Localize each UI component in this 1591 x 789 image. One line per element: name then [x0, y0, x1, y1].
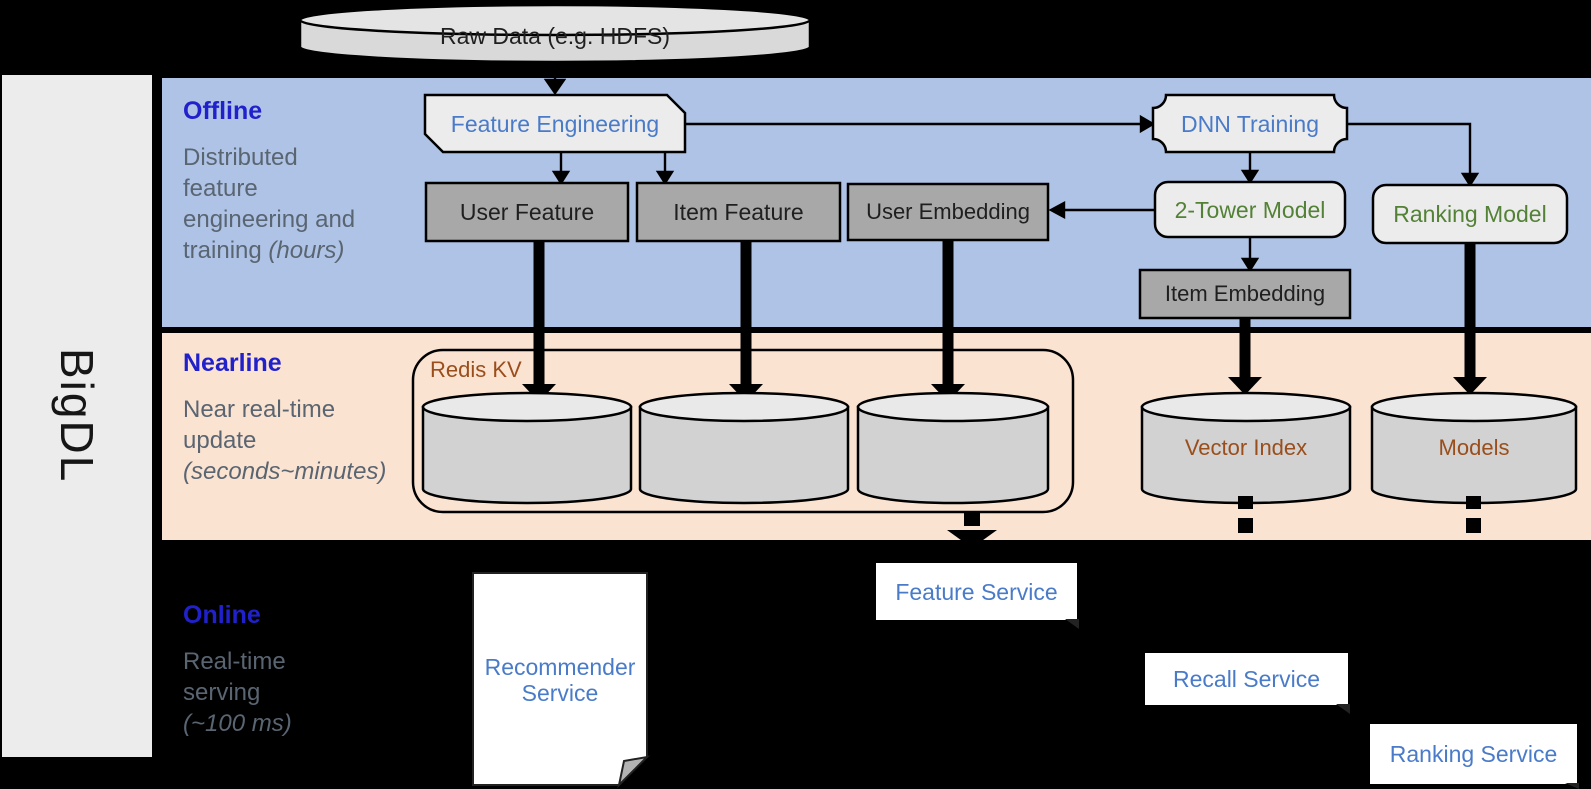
nearline-heading: Nearline: [183, 349, 282, 377]
connector-arrows: [543, 63, 1480, 273]
online-desc-line1: Real-time: [183, 648, 286, 675]
item-embedding-label: Item Embedding: [1164, 281, 1326, 306]
user-embedding-box: [846, 182, 1050, 242]
ranking-service-label: Ranking Service: [1389, 741, 1558, 767]
online-heading: Online: [183, 601, 261, 629]
nearline-desc-line1: Near real-time: [183, 396, 336, 423]
feature-service-card: [876, 563, 1079, 629]
offline-desc-line4: training (hours): [183, 237, 345, 264]
recall-service-label: Recall Service: [1173, 666, 1320, 692]
redis-kv-container: [411, 348, 1075, 514]
raw-data-cylinder: [298, 3, 812, 64]
feature-engineering-shape: [423, 93, 687, 154]
two-tower-model-box: [1153, 180, 1347, 239]
models-cylinder: [1370, 391, 1578, 505]
recommender-service-doc: [472, 572, 650, 789]
ranking-model-label: Ranking Model: [1393, 201, 1547, 227]
online-desc-line3: (~100 ms): [183, 710, 292, 737]
feature-engineering-label: Feature Engineering: [450, 110, 660, 137]
feature-service-label: Feature Service: [895, 578, 1058, 605]
redis-kv-label: Redis KV: [430, 357, 522, 382]
bigdl-label: BigDL: [51, 348, 103, 484]
models-label: Models: [1438, 435, 1510, 460]
pipeline-arrows: [522, 240, 1487, 402]
nearline-description: Near real-time update (seconds~minutes): [183, 394, 386, 487]
item-feature-box: [635, 181, 842, 243]
recommender-service-label: Recommender Service: [484, 654, 636, 706]
item-embedding-box: [1138, 268, 1352, 320]
user-feature-label: User Feature: [459, 199, 595, 225]
redis-cylinder-3: [856, 391, 1050, 505]
dnn-training-label: DNN Training: [1180, 110, 1320, 137]
recall-service-card: [1145, 653, 1350, 714]
item-feature-label: Item Feature: [673, 199, 804, 225]
redis-cylinder-1: [421, 391, 633, 505]
raw-data-label: Raw Data (e.g. HDFS): [439, 23, 671, 49]
dashed-stubs: [947, 496, 1481, 548]
offline-desc-line1: Distributed: [183, 144, 298, 171]
redis-cylinder-2: [638, 391, 850, 505]
user-feature-box: [424, 181, 630, 243]
offline-description: Distributed feature engineering and trai…: [183, 142, 355, 266]
offline-desc-line3: engineering and: [183, 206, 356, 233]
online-desc-line2: serving: [183, 679, 261, 706]
vector-index-cylinder: [1140, 391, 1352, 505]
bigdl-sidebar-band: BigDL: [2, 75, 152, 757]
offline-heading: Offline: [183, 97, 263, 125]
online-description: Real-time serving (~100 ms): [183, 646, 292, 739]
nearline-desc-line2: update: [183, 427, 257, 454]
user-embedding-label: User Embedding: [866, 199, 1030, 224]
ranking-model-box: [1371, 183, 1569, 245]
two-tower-model-label: 2-Tower Model: [1174, 196, 1326, 223]
dnn-training-shape: [1151, 93, 1349, 154]
vector-index-label: Vector Index: [1184, 435, 1308, 460]
nearline-desc-line3: (seconds~minutes): [183, 458, 387, 485]
ranking-service-card: [1370, 724, 1579, 789]
offline-desc-line2: feature: [183, 175, 258, 202]
